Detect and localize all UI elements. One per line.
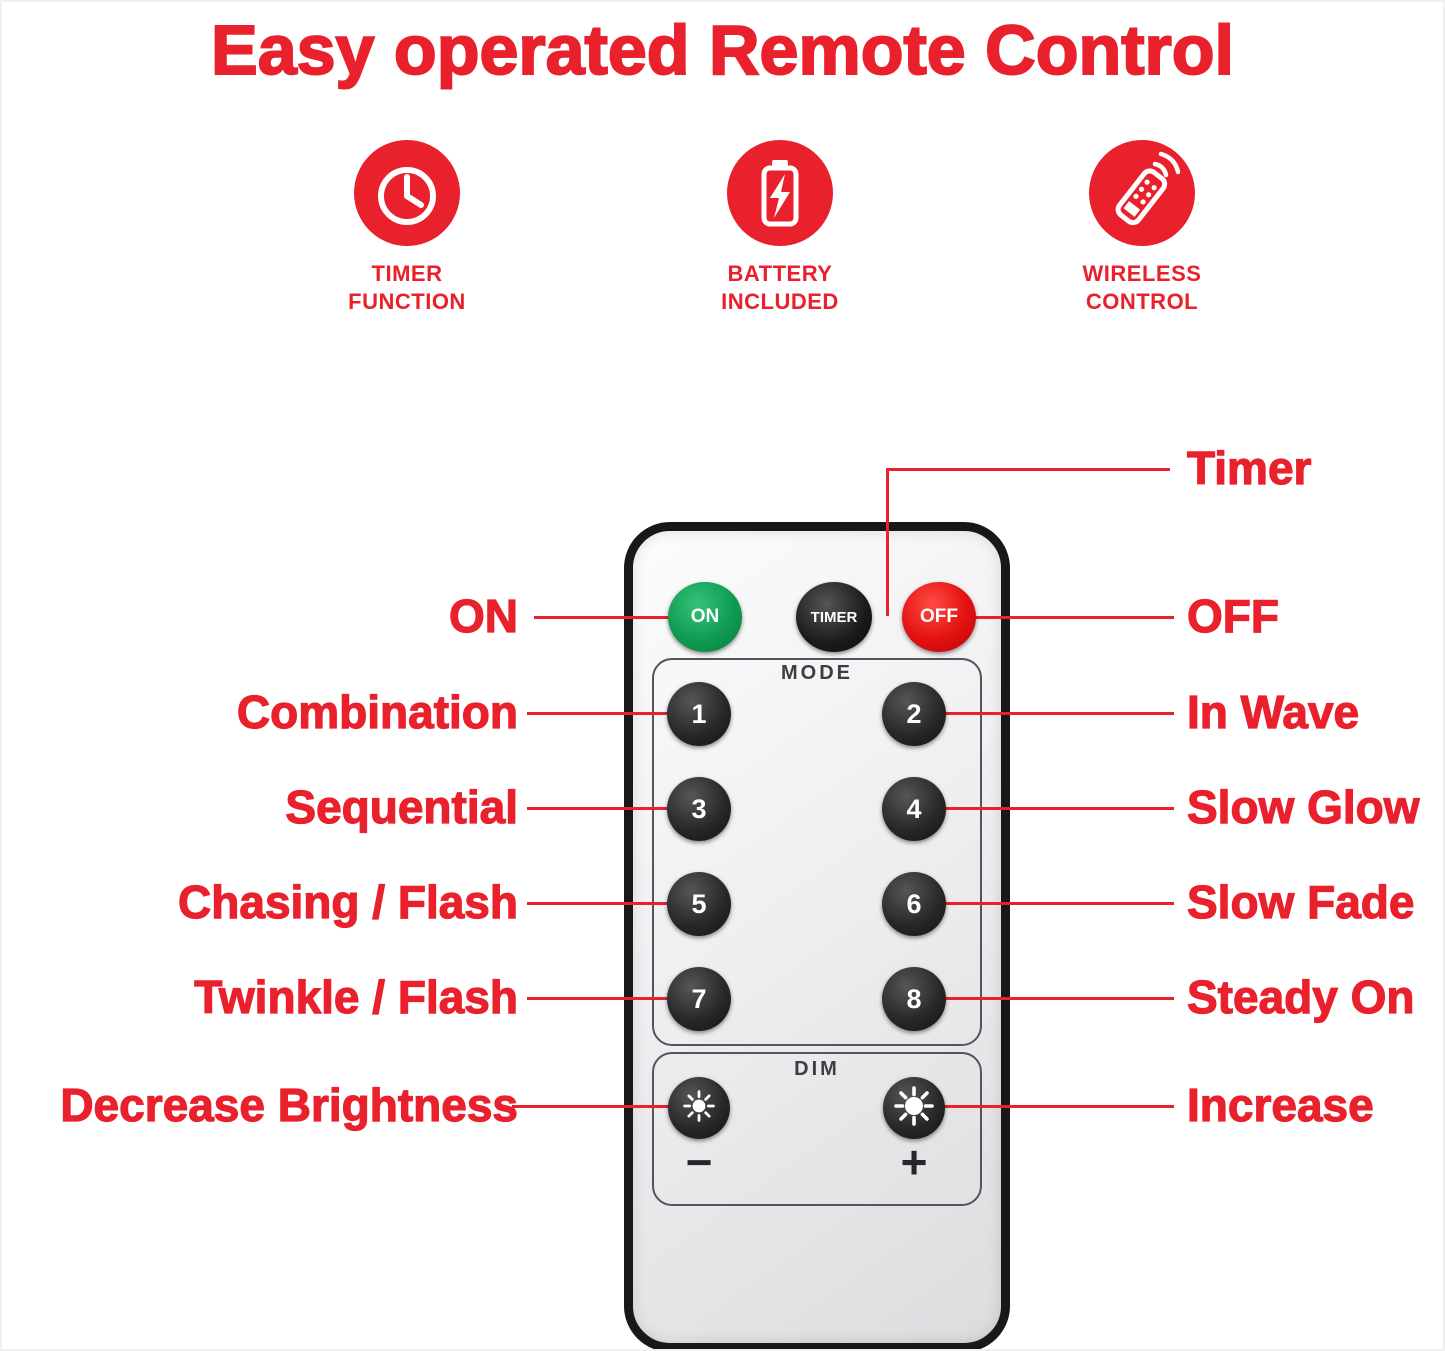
page-title: Easy operated Remote Control bbox=[210, 10, 1235, 90]
feature-label-wireless: WIRELESS CONTROL bbox=[1082, 261, 1202, 314]
callout-on: ON bbox=[448, 590, 518, 642]
off-button[interactable]: OFF bbox=[902, 582, 976, 652]
dim-plus-label: + bbox=[900, 1136, 928, 1188]
brightness-high-icon bbox=[894, 1085, 934, 1131]
callout-line-slow-glow bbox=[937, 807, 1174, 810]
mode-button-1[interactable]: 1 bbox=[667, 682, 731, 746]
callout-line-slow-fade bbox=[937, 902, 1174, 905]
dim-minus-label: − bbox=[685, 1136, 713, 1188]
dim-increase-button[interactable] bbox=[883, 1077, 945, 1139]
callout-in-wave: In Wave bbox=[1186, 686, 1360, 738]
callout-decrease-brightness: Decrease Brightness bbox=[60, 1079, 519, 1131]
mode-button-8[interactable]: 8 bbox=[882, 967, 946, 1031]
callout-sequential: Sequential bbox=[285, 781, 519, 833]
callout-line-increase bbox=[937, 1105, 1174, 1108]
callout-line-timer-vertical bbox=[886, 468, 889, 616]
battery-included-icon bbox=[727, 140, 833, 246]
dim-decrease-button[interactable] bbox=[668, 1077, 730, 1139]
mode-label: MODE bbox=[781, 662, 853, 684]
on-button[interactable]: ON bbox=[668, 582, 742, 652]
callout-chasing-flash: Chasing / Flash bbox=[177, 876, 518, 928]
wireless-control-icon bbox=[1089, 140, 1195, 246]
timer-button[interactable]: TIMER bbox=[796, 582, 872, 652]
callout-twinkle-flash: Twinkle / Flash bbox=[194, 971, 519, 1023]
dim-label: DIM bbox=[794, 1058, 840, 1080]
callout-off: OFF bbox=[1186, 590, 1279, 642]
feature-label-battery: BATTERY INCLUDED bbox=[721, 261, 839, 314]
callout-steady-on: Steady On bbox=[1186, 971, 1415, 1023]
mode-section-outline bbox=[652, 658, 982, 1046]
brightness-low-icon bbox=[682, 1089, 716, 1128]
callout-line-steady-on bbox=[937, 997, 1174, 1000]
callout-slow-fade: Slow Fade bbox=[1186, 876, 1415, 928]
feature-label-timer: TIMER FUNCTION bbox=[348, 261, 466, 314]
callout-timer: Timer bbox=[1186, 442, 1312, 494]
callout-combination: Combination bbox=[236, 686, 518, 738]
mode-button-3[interactable]: 3 bbox=[667, 777, 731, 841]
mode-button-2[interactable]: 2 bbox=[882, 682, 946, 746]
callout-line-on bbox=[534, 616, 676, 619]
callout-line-sequential bbox=[527, 807, 677, 810]
callout-line-chasing-flash bbox=[527, 902, 677, 905]
feature-battery-included: BATTERY INCLUDED bbox=[675, 140, 885, 315]
callout-slow-glow: Slow Glow bbox=[1186, 781, 1420, 833]
callout-line-combination bbox=[527, 712, 677, 715]
callout-line-decrease-brightness bbox=[512, 1105, 677, 1108]
mode-button-5[interactable]: 5 bbox=[667, 872, 731, 936]
mode-button-4[interactable]: 4 bbox=[882, 777, 946, 841]
remote-control: ON TIMER OFF MODE 1 2 3 4 5 6 7 8 DIM bbox=[624, 522, 1010, 1349]
callout-increase: Increase bbox=[1186, 1079, 1374, 1131]
timer-function-icon bbox=[354, 140, 460, 246]
feature-wireless-control: WIRELESS CONTROL bbox=[1037, 140, 1247, 315]
mode-button-7[interactable]: 7 bbox=[667, 967, 731, 1031]
callout-line-twinkle-flash bbox=[527, 997, 677, 1000]
feature-timer-function: TIMER FUNCTION bbox=[302, 140, 512, 315]
callout-line-off bbox=[960, 616, 1174, 619]
callout-line-timer-horizontal bbox=[888, 468, 1170, 471]
dim-section-outline bbox=[652, 1052, 982, 1206]
callout-line-in-wave bbox=[937, 712, 1174, 715]
mode-button-6[interactable]: 6 bbox=[882, 872, 946, 936]
